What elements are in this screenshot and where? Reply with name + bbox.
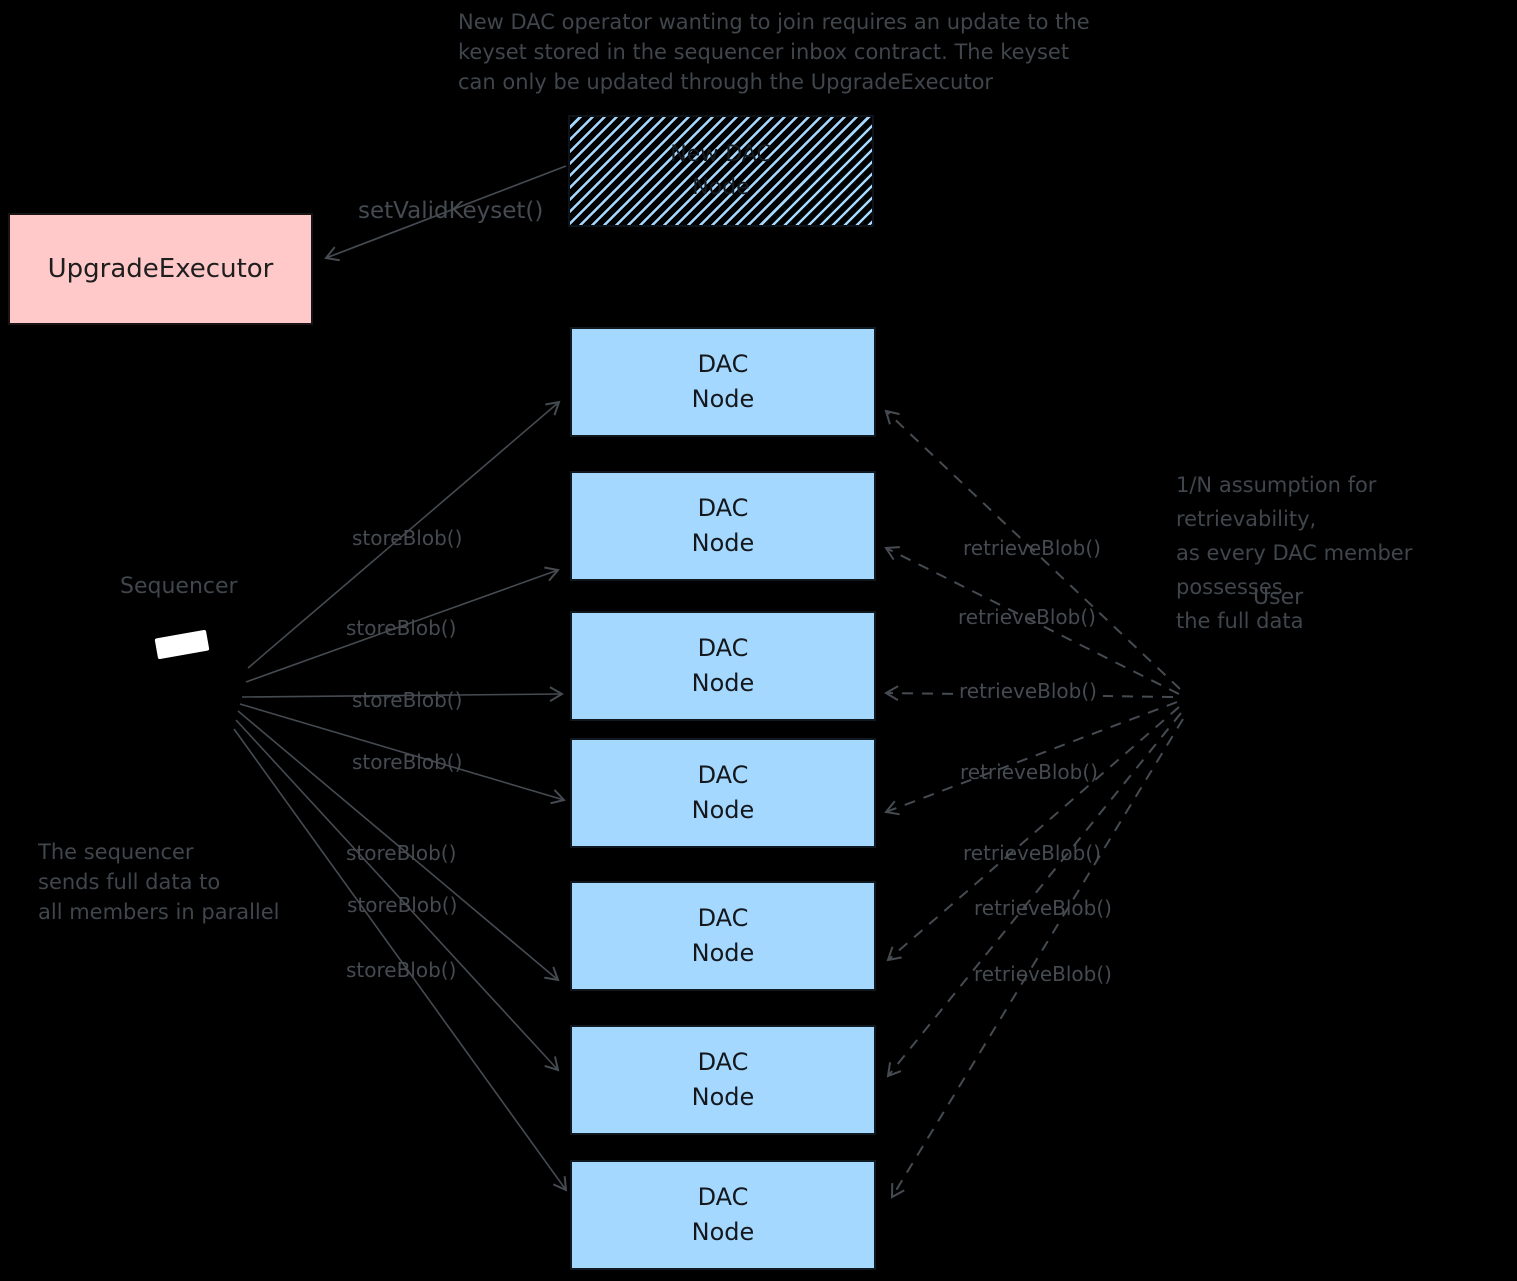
user-label: User [1253, 585, 1304, 610]
user-note: 1/N assumption for retrievability, as ev… [1176, 473, 1413, 634]
top-note: New DAC operator wanting to join require… [458, 10, 1090, 94]
retrieve-blob-label: retrieveBlob() [974, 962, 1112, 986]
dac-node-box: DAC Node [570, 738, 876, 848]
dac-node-box: DAC Node [570, 611, 876, 721]
store-blob-label: storeBlob() [352, 526, 463, 550]
set-valid-keyset-arrow [324, 165, 567, 262]
retrieve-blob-label: retrieveBlob() [958, 605, 1096, 629]
retrieve-blob-arrow [890, 718, 1184, 1199]
store-blob-label: storeBlob() [346, 616, 457, 640]
store-blob-label: storeBlob() [346, 958, 457, 982]
dac-node-box: DAC Node [570, 471, 876, 581]
dac-node-box: DAC Node [570, 1025, 876, 1135]
retrieve-blob-arrow [884, 409, 1181, 690]
store-blob-label: storeBlob() [352, 750, 463, 774]
store-blob-label: storeBlob() [347, 893, 458, 917]
store-blob-label: storeBlob() [346, 841, 457, 865]
retrieve-blob-label: retrieveBlob() [953, 679, 1103, 703]
retrieve-blob-arrow [886, 712, 1182, 1078]
retrieve-blob-label: retrieveBlob() [974, 896, 1112, 920]
retrieve-blob-label: retrieveBlob() [963, 536, 1101, 560]
upgrade-executor-box: UpgradeExecutor [8, 213, 313, 325]
sequencer-label: Sequencer [120, 574, 238, 599]
store-blob-arrow [233, 728, 568, 1192]
store-blob-arrow [247, 400, 561, 669]
store-blob-arrow [239, 703, 566, 805]
new-dac-node-box: New DAC Node [568, 115, 874, 227]
retrieve-blob-arrow [884, 546, 1180, 695]
sequencer-note: The sequencer sends full data to all mem… [38, 840, 280, 924]
dac-node-box: DAC Node [570, 327, 876, 437]
store-blob-arrow [245, 566, 560, 683]
store-blob-label: storeBlob() [352, 688, 463, 712]
store-blob-arrow [235, 719, 560, 1072]
dac-node-box: DAC Node [570, 881, 876, 991]
retrieve-blob-arrow [884, 701, 1178, 816]
dac-node-box: DAC Node [570, 1160, 876, 1270]
retrieve-blob-label: retrieveBlob() [960, 760, 1098, 784]
set-valid-keyset-label: setValidKeyset() [358, 198, 544, 224]
store-blob-arrow [241, 686, 564, 702]
retrieve-blob-label: retrieveBlob() [963, 841, 1101, 865]
store-blob-arrow [237, 710, 560, 982]
retrieve-blob-arrow [886, 706, 1180, 962]
